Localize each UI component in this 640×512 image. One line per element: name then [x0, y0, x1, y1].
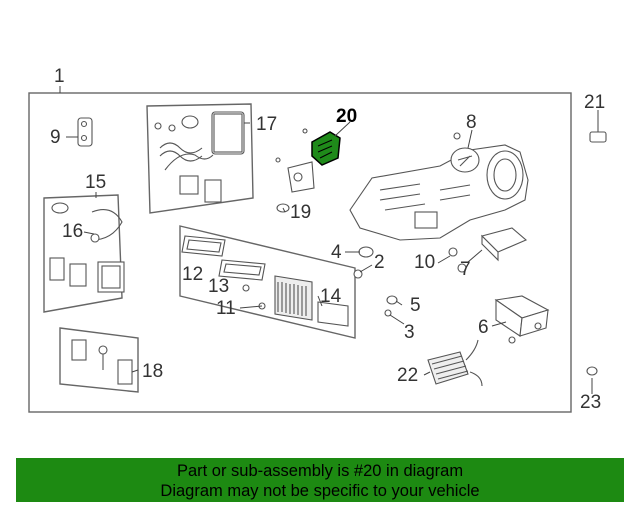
- callout-9: 9: [50, 127, 61, 148]
- callout-20: 20: [336, 106, 357, 127]
- parts-18: [71, 339, 133, 385]
- callout-6: 6: [478, 317, 489, 338]
- callout-13: 13: [208, 276, 229, 297]
- callout-1: 1: [54, 66, 65, 87]
- case-6: [494, 295, 550, 344]
- callout-5: 5: [410, 295, 421, 316]
- callout-17: 17: [256, 114, 277, 135]
- parts-11-14: [181, 235, 349, 327]
- callout-23: 23: [580, 392, 601, 413]
- bracket-9: [77, 117, 93, 147]
- subframe-17: [146, 103, 254, 214]
- sensor-21: [589, 118, 607, 143]
- heater-core-22: [427, 339, 483, 387]
- evaporator-tubes-17: [154, 111, 245, 203]
- parts-3-5: [384, 295, 398, 317]
- parts-15-16: [49, 202, 125, 293]
- callout-22: 22: [397, 365, 418, 386]
- callout-3: 3: [404, 322, 415, 343]
- info-banner: Part or sub-assembly is #20 in diagram D…: [16, 458, 624, 502]
- actuator-20-highlighted: [302, 128, 341, 166]
- callout-4: 4: [331, 242, 342, 263]
- callout-15: 15: [85, 172, 106, 193]
- heater-housing-8: [349, 132, 529, 241]
- subframe-12-14: [179, 225, 356, 339]
- parts-diagram: 1 2 3 4 5 6 7 8 9 10 11 12 13 14 15 16 1…: [28, 66, 607, 413]
- main-frame: [28, 92, 572, 413]
- callout-21: 21: [584, 92, 605, 113]
- callout-2: 2: [374, 252, 385, 273]
- callout-8: 8: [466, 112, 477, 133]
- banner-line-1: Part or sub-assembly is #20 in diagram: [176, 462, 464, 480]
- banner-line-2: Diagram may not be specific to your vehi…: [160, 482, 480, 500]
- leader-lines: [66, 110, 599, 394]
- callout-16: 16: [62, 221, 83, 242]
- subframe-16: [43, 194, 123, 313]
- callout-10: 10: [414, 252, 435, 273]
- part-7: [480, 227, 528, 262]
- callout-14: 14: [320, 286, 342, 307]
- subframe-18: [59, 327, 139, 393]
- callout-19: 19: [290, 202, 311, 223]
- callout-11: 11: [216, 298, 236, 319]
- clips-10: [448, 247, 467, 273]
- grommet-23: [586, 366, 598, 390]
- callout-12: 12: [182, 264, 203, 285]
- callout-18: 18: [142, 361, 163, 382]
- callout-7: 7: [460, 259, 471, 280]
